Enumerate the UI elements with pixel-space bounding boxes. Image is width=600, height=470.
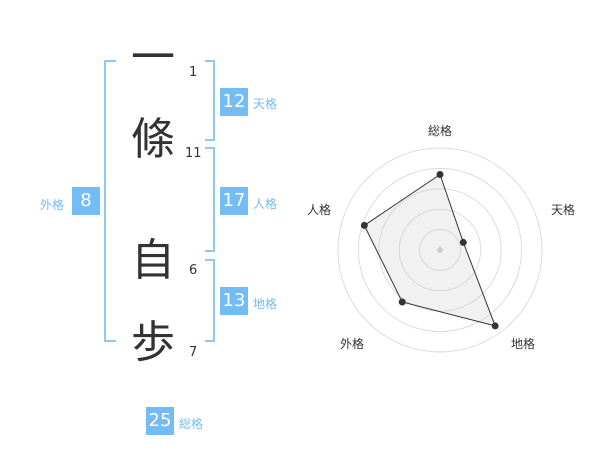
radar-point-3 xyxy=(491,322,499,330)
soukaku-label: 総格 xyxy=(179,417,204,431)
stroke-count-1: 1 xyxy=(189,65,198,80)
soukaku-value-box: 25 xyxy=(146,407,174,435)
radar-point-1 xyxy=(436,171,444,179)
radar-ring-5 xyxy=(337,147,543,353)
stroke-count-3: 6 xyxy=(189,263,198,278)
radar-axis-label-gaikaku: 外格 xyxy=(340,337,365,351)
radar-series-polygon xyxy=(363,173,497,327)
chikaku-label: 地格 xyxy=(253,297,278,311)
stroke-count-4: 7 xyxy=(189,345,198,360)
name-char-4: 歩 xyxy=(131,317,175,368)
radar-ring-1 xyxy=(419,229,461,271)
radar-axis-label-jinkaku: 人格 xyxy=(307,203,332,217)
radar-point-4 xyxy=(398,298,406,306)
jinkaku-label: 人格 xyxy=(253,197,278,211)
name-char-1: 一 xyxy=(131,32,175,83)
tenkaku-value-box: 12 xyxy=(220,88,248,116)
stroke-count-2: 11 xyxy=(185,146,202,161)
radar-axis-label-tenkaku: 天格 xyxy=(551,203,576,217)
radar-center-dot xyxy=(437,247,443,253)
radar-point-5 xyxy=(360,221,368,229)
jinkaku-bracket xyxy=(205,147,215,252)
radar-ring-2 xyxy=(398,208,482,292)
radar-ring-4 xyxy=(357,167,523,333)
radar-axis-label-soukaku: 総格 xyxy=(428,124,453,138)
chikaku-bracket xyxy=(205,259,215,342)
gaikaku-value-box: 8 xyxy=(72,187,100,215)
name-char-3: 自 xyxy=(131,235,175,286)
gaikaku-label: 外格 xyxy=(40,198,65,212)
name-char-2: 條 xyxy=(131,114,175,165)
radar-point-2 xyxy=(459,238,467,246)
tenkaku-bracket xyxy=(205,60,215,141)
chikaku-value-box: 13 xyxy=(220,287,248,315)
radar-axis-label-chikaku: 地格 xyxy=(511,337,536,351)
jinkaku-value-box: 17 xyxy=(220,187,248,215)
tenkaku-label: 天格 xyxy=(253,97,278,111)
gaikaku-bracket xyxy=(104,60,116,342)
